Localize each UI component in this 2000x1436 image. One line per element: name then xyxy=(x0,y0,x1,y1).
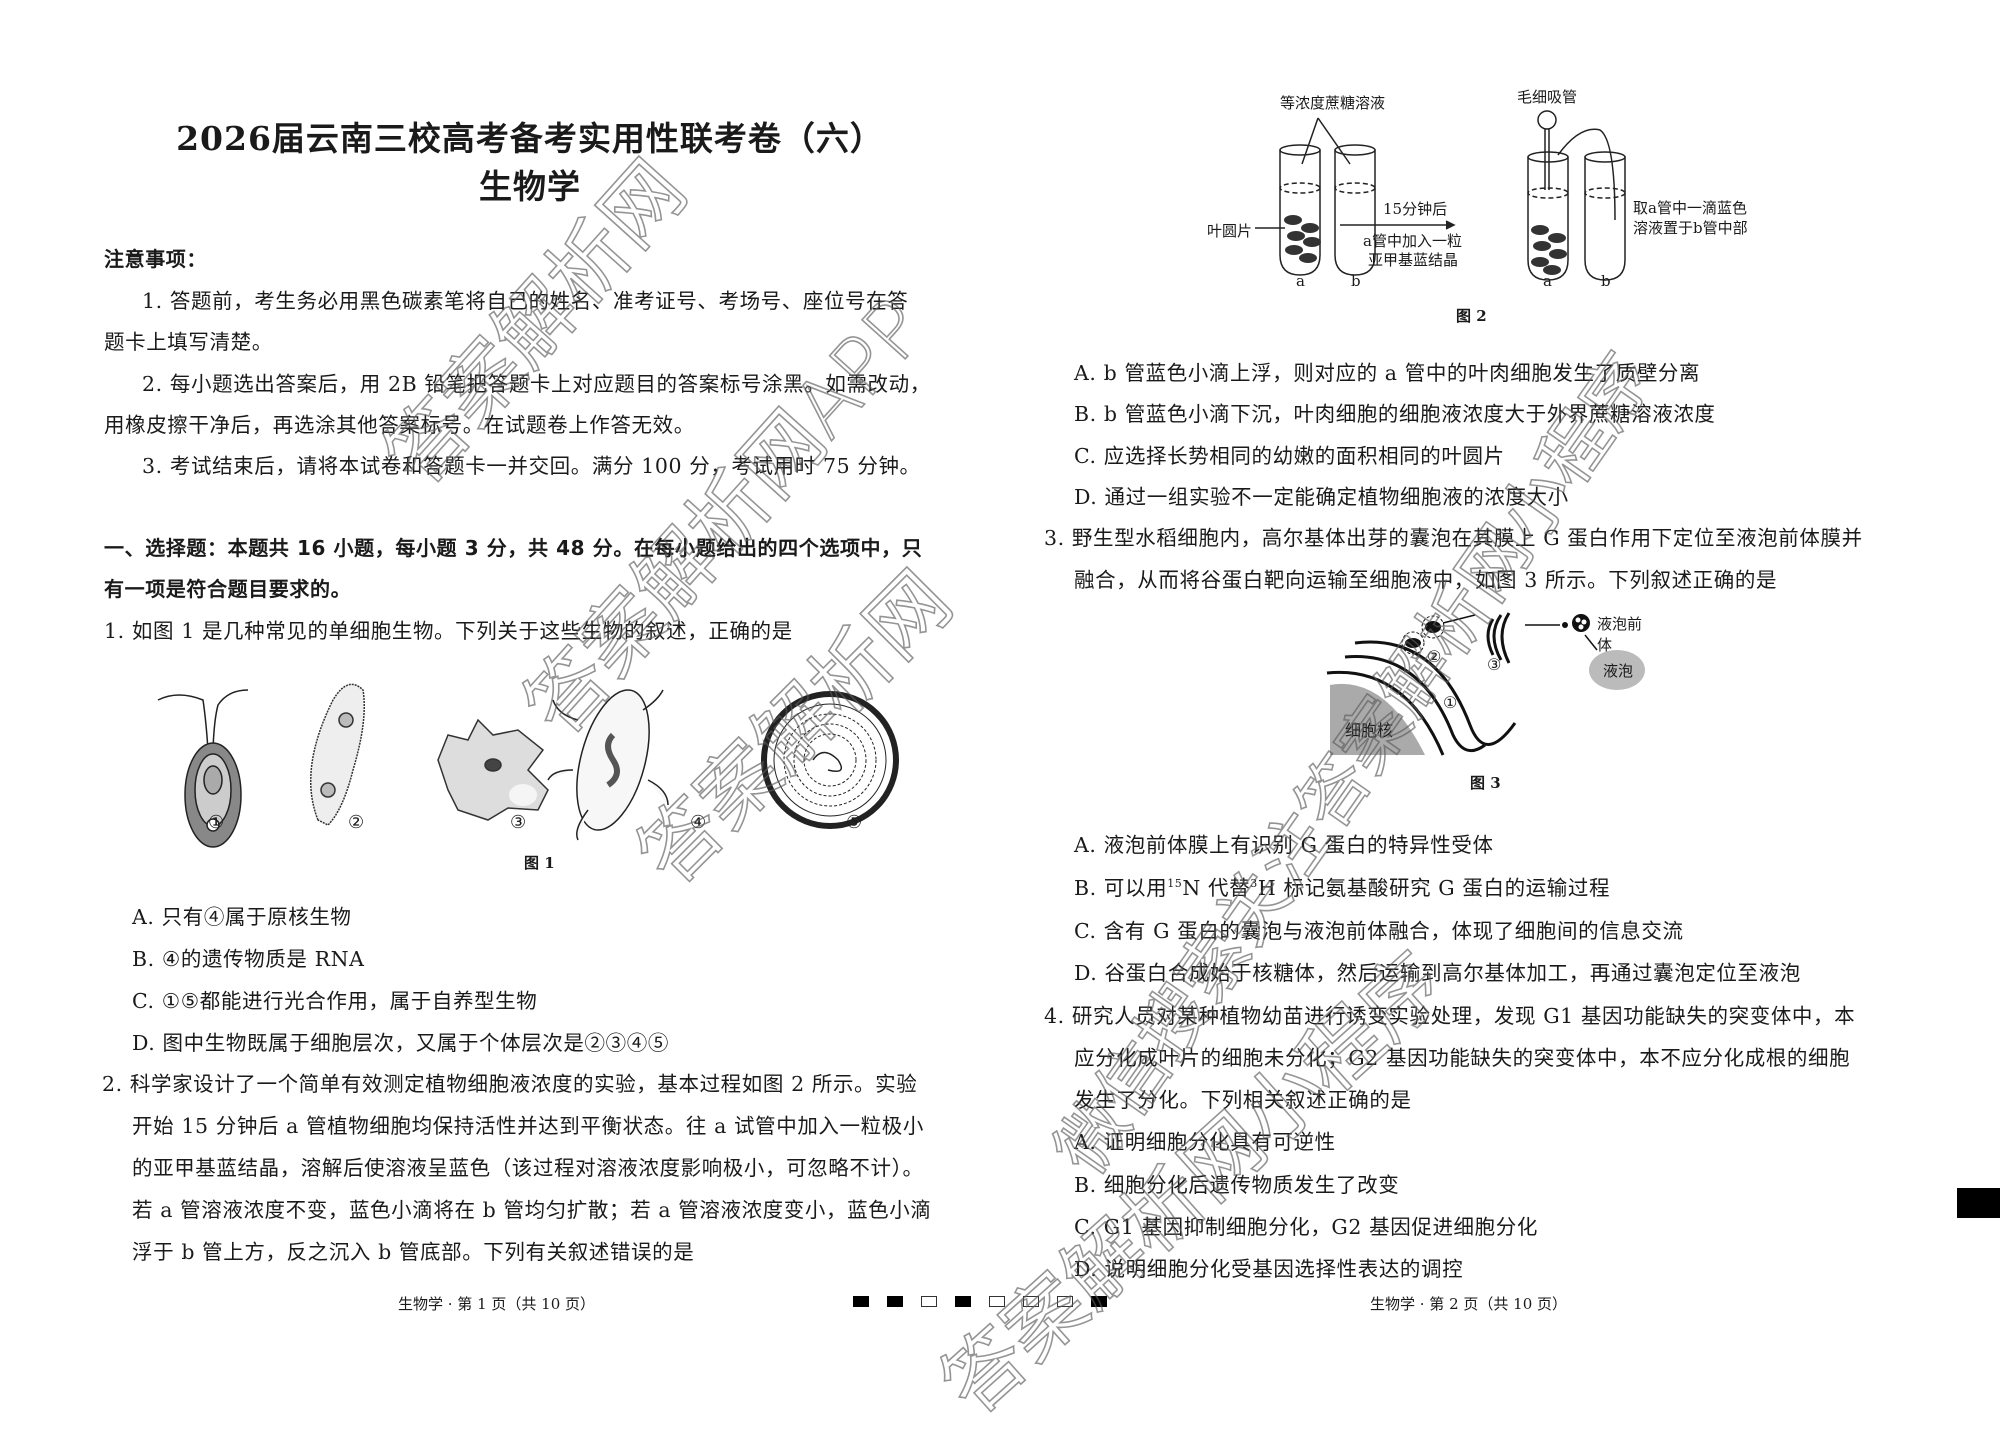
tube-label-a: a xyxy=(1296,272,1305,290)
figure-3-caption: 图 3 xyxy=(1470,774,1501,792)
question-2-stem: 浮于 b 管上方，反之沉入 b 管底部。下列有关叙述错误的是 xyxy=(132,1240,695,1264)
isotope-superscript: 15 xyxy=(1167,877,1183,891)
mark-filled xyxy=(887,1296,903,1307)
q3-option-b-text: H 标记氨基酸研究 G 蛋白的运输过程 xyxy=(1257,876,1611,900)
mark-empty xyxy=(989,1296,1005,1307)
q3-option-a: A. 液泡前体膜上有识别 G 蛋白的特异性受体 xyxy=(1074,833,1494,857)
figure-2-caption: 图 2 xyxy=(1456,307,1487,325)
question-4-stem: 应分化成叶片的细胞未分化；G2 基因功能缺失的突变体中，本不应分化成根的细胞 xyxy=(1074,1046,1851,1070)
tube-label-b: b xyxy=(1601,272,1611,290)
edge-marker xyxy=(1957,1188,2000,1218)
isotope-superscript: 3 xyxy=(1250,877,1258,891)
vesicle-transport-diagram xyxy=(1326,612,1645,756)
mark-empty xyxy=(921,1296,937,1307)
section-heading: 一、选择题：本题共 16 小题，每小题 3 分，共 48 分。在每小题给出的四个… xyxy=(104,536,923,560)
q2-option-d: D. 通过一组实验不一定能确定植物细胞液的浓度大小 xyxy=(1074,485,1569,509)
label-add-crystal: a管中加入一粒 xyxy=(1363,232,1462,250)
mark-empty xyxy=(1057,1296,1073,1307)
label-nucleus: 细胞核 xyxy=(1345,721,1394,740)
figure-1-label: ③ xyxy=(510,812,527,833)
question-2-stem: 2. 科学家设计了一个简单有效测定植物细胞液浓度的实验，基本过程如图 2 所示。… xyxy=(102,1072,918,1096)
mark-filled xyxy=(853,1296,869,1307)
notice-line: 题卡上填写清楚。 xyxy=(104,330,273,354)
q3-option-b-text: B. 可以用 xyxy=(1074,876,1168,900)
q3-option-b: B. 可以用15N 代替3H 标记氨基酸研究 G 蛋白的运输过程 xyxy=(1074,871,1610,901)
tube-label-b: b xyxy=(1351,272,1361,290)
subject-title: 生物学 xyxy=(479,167,581,206)
question-2-stem: 的亚甲基蓝结晶，溶解后使溶液呈蓝色（该过程对溶液浓度影响极小，可忽略不计）。 xyxy=(132,1156,924,1180)
figure-1-label: ② xyxy=(348,812,365,833)
label-15min: 15分钟后 xyxy=(1383,200,1448,218)
label-1: ① xyxy=(1443,693,1458,712)
question-4-stem: 4. 研究人员对某种植物幼苗进行诱变实验处理，发现 G1 基因功能缺失的突变体中… xyxy=(1044,1004,1856,1028)
notice-line: 3. 考试结束后，请将本试卷和答题卡一并交回。满分 100 分，考试用时 75 … xyxy=(142,454,921,478)
mark-filled xyxy=(1091,1296,1107,1307)
figure-1-label: ④ xyxy=(690,812,707,833)
q3-option-d: D. 谷蛋白合成始于核糖体，然后运输到高尔基体加工，再通过囊泡定位至液泡 xyxy=(1074,961,1801,985)
figure-1-label: ⑤ xyxy=(846,812,863,833)
q1-option-a: A. 只有④属于原核生物 xyxy=(132,905,352,929)
registration-marks xyxy=(853,1296,1107,1307)
label-methylene-blue: 亚甲基蓝结晶 xyxy=(1368,251,1459,269)
page-footer-left: 生物学 · 第 1 页（共 10 页） xyxy=(398,1295,596,1313)
q4-option-a: A. 证明细胞分化具有可逆性 xyxy=(1074,1130,1336,1154)
q1-option-b: B. ④的遗传物质是 RNA xyxy=(132,947,365,971)
q1-option-c: C. ①⑤都能进行光合作用，属于自养型生物 xyxy=(132,989,538,1013)
label-3: ③ xyxy=(1487,655,1502,674)
label-take-drop: 取a管中一滴蓝色 xyxy=(1633,199,1747,217)
mark-empty xyxy=(1023,1296,1039,1307)
q4-option-d: D. 说明细胞分化受基因选择性表达的调控 xyxy=(1074,1257,1464,1281)
q2-option-a: A. b 管蓝色小滴上浮，则对应的 a 管中的叶肉细胞发生了质壁分离 xyxy=(1074,361,1701,385)
notice-line: 用橡皮擦干净后，再选涂其他答案标号。在试题卷上作答无效。 xyxy=(104,413,695,437)
question-3-stem: 融合，从而将谷蛋白靶向运输至细胞液中，如图 3 所示。下列叙述正确的是 xyxy=(1074,568,1778,592)
exam-title: 2026届云南三校高考备考实用性联考卷（六） xyxy=(176,119,884,158)
notice-heading: 注意事项： xyxy=(104,247,207,271)
single-cell-organisms-illustration xyxy=(157,683,899,848)
label-capillary-pipette: 毛细吸管 xyxy=(1517,88,1578,106)
q2-option-c: C. 应选择长势相同的幼嫩的面积相同的叶圆片 xyxy=(1074,444,1505,468)
label-leaf-disc: 叶圆片 xyxy=(1207,222,1253,240)
section-heading: 有一项是符合题目要求的。 xyxy=(104,577,352,601)
figure-1-label: ① xyxy=(208,812,225,833)
notice-line: 1. 答题前，考生务必用黑色碳素笔将自己的姓名、准考证号、考场号、座位号在答 xyxy=(142,289,909,313)
question-2-stem: 若 a 管溶液浓度不变，蓝色小滴将在 b 管均匀扩散；若 a 管溶液浓度变小，蓝… xyxy=(132,1198,932,1222)
left-page: 2026届云南三校高考备考实用性联考卷（六） 生物学 注意事项： 1. 答题前，… xyxy=(0,0,1000,1377)
right-page: 等浓度蔗糖溶液 叶圆片 15分钟后 a管中加入一粒 亚甲基蓝结晶 毛细吸管 取a… xyxy=(1000,0,2000,1377)
q3-option-c: C. 含有 G 蛋白的囊泡与液泡前体融合，体现了细胞间的信息交流 xyxy=(1074,919,1684,943)
label-place-drop: 溶液置于b管中部 xyxy=(1633,219,1748,237)
figure-1-caption: 图 1 xyxy=(524,854,555,872)
label-sucrose-solution: 等浓度蔗糖溶液 xyxy=(1280,94,1386,112)
mark-filled xyxy=(955,1296,971,1307)
figure-3: 细胞核 液泡前体 液泡 ① ② ③ xyxy=(1325,605,1645,765)
q4-option-b: B. 细胞分化后遗传物质发生了改变 xyxy=(1074,1173,1400,1197)
question-2-stem: 开始 15 分钟后 a 管植物细胞均保持活性并达到平衡状态。往 a 试管中加入一… xyxy=(132,1114,924,1138)
q2-option-b: B. b 管蓝色小滴下沉，叶肉细胞的细胞液浓度大于外界蔗糖溶液浓度 xyxy=(1074,402,1716,426)
figure-2: 等浓度蔗糖溶液 叶圆片 15分钟后 a管中加入一粒 亚甲基蓝结晶 毛细吸管 取a… xyxy=(1190,80,1750,330)
q3-option-b-text: N 代替 xyxy=(1182,876,1251,900)
label-2: ② xyxy=(1427,647,1442,666)
tube-label-a: a xyxy=(1543,272,1552,290)
question-4-stem: 发生了分化。下列相关叙述正确的是 xyxy=(1074,1088,1412,1112)
q4-option-c: C. G1 基因抑制细胞分化，G2 基因促进细胞分化 xyxy=(1074,1215,1538,1239)
figure-1: ① ② ③ ④ ⑤ xyxy=(148,660,928,850)
notice-line: 2. 每小题选出答案后，用 2B 铅笔把答题卡上对应题目的答案标号涂黑。如需改动… xyxy=(142,372,931,396)
question-3-stem: 3. 野生型水稻细胞内，高尔基体出芽的囊泡在其膜上 G 蛋白作用下定位至液泡前体… xyxy=(1044,526,1863,550)
label-vacuole-precursor: 液泡前体 xyxy=(1597,615,1643,654)
q1-option-d: D. 图中生物既属于细胞层次，又属于个体层次是②③④⑤ xyxy=(132,1031,669,1055)
page-footer-right: 生物学 · 第 2 页（共 10 页） xyxy=(1370,1295,1568,1313)
osmosis-experiment-diagram xyxy=(1255,110,1626,281)
label-vacuole: 液泡 xyxy=(1603,662,1634,680)
question-1-stem: 1. 如图 1 是几种常见的单细胞生物。下列关于这些生物的叙述，正确的是 xyxy=(104,619,793,643)
